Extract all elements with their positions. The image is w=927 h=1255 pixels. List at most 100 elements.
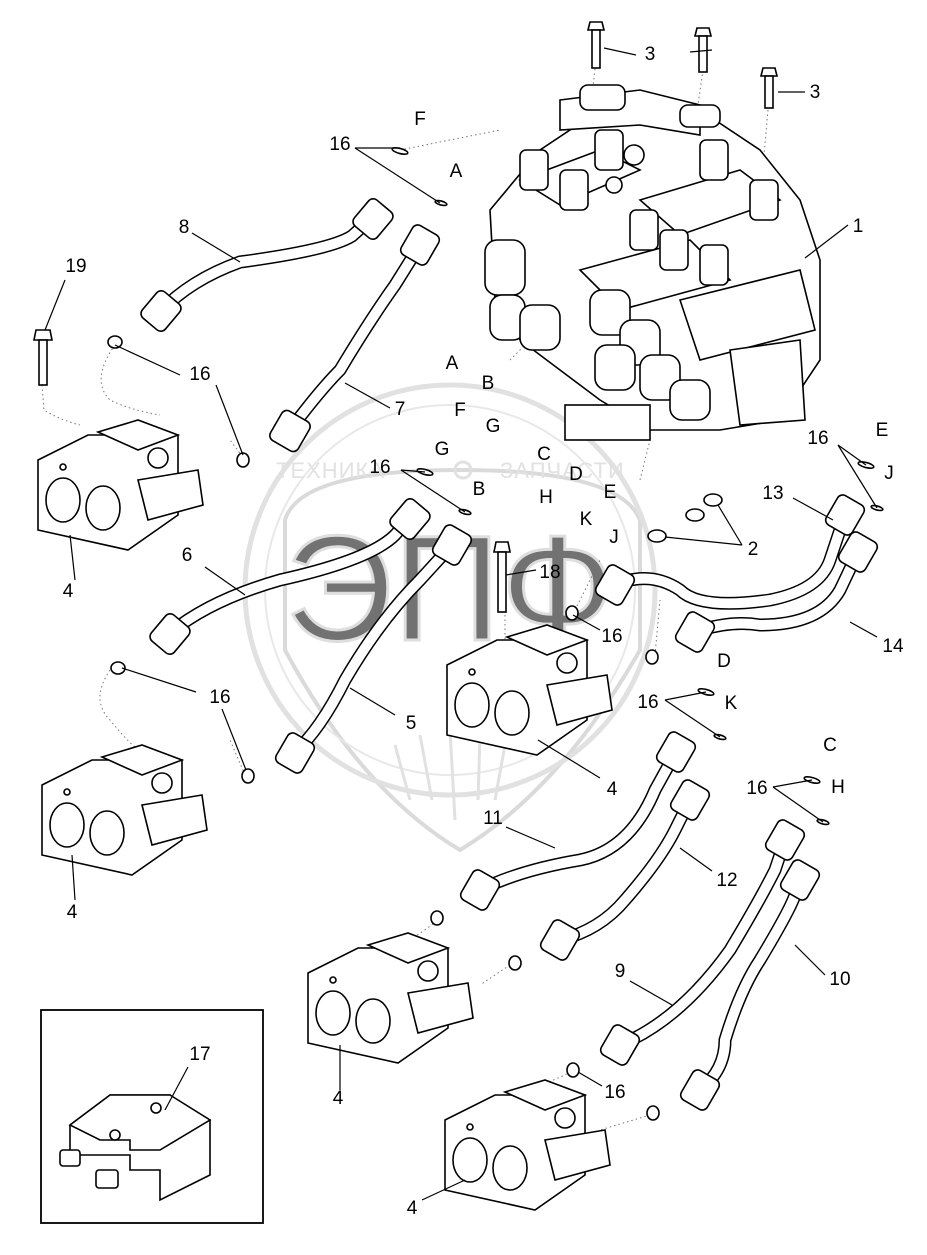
callout-5: 5 bbox=[406, 713, 417, 734]
callout-14: 14 bbox=[882, 636, 904, 657]
bolt-19 bbox=[33, 329, 53, 386]
o-ring bbox=[565, 605, 579, 621]
letter-H: H bbox=[539, 487, 553, 508]
o-ring bbox=[645, 649, 659, 665]
leader-lines bbox=[44, 47, 878, 1201]
o-rings bbox=[107, 147, 884, 1121]
callout-4-c: 4 bbox=[607, 779, 618, 800]
callout-4-a: 4 bbox=[63, 581, 74, 602]
letter-D: D bbox=[569, 464, 583, 485]
o-ring bbox=[647, 529, 667, 543]
spool-caps bbox=[519, 84, 779, 286]
bolt-3-middle bbox=[693, 27, 713, 73]
letter-B-left: B bbox=[473, 479, 486, 500]
pipe-8 bbox=[140, 197, 394, 333]
callout-9: 9 bbox=[615, 961, 626, 982]
pipe-7 bbox=[269, 224, 441, 453]
letter-J: J bbox=[609, 527, 619, 548]
number-callouts: 1 2 3 3 4 4 4 4 4 5 6 7 8 9 10 11 12 13 … bbox=[63, 44, 904, 1219]
letter-E-right: E bbox=[876, 420, 889, 441]
callout-16-c: 16 bbox=[369, 457, 390, 478]
pipe-6 bbox=[149, 497, 431, 656]
callout-18: 18 bbox=[539, 562, 560, 583]
callout-6: 6 bbox=[182, 545, 193, 566]
o-ring bbox=[107, 335, 123, 349]
letter-K: K bbox=[580, 509, 593, 530]
callout-4-b: 4 bbox=[67, 902, 78, 923]
callout-16-f: 16 bbox=[807, 428, 828, 449]
o-ring bbox=[685, 508, 705, 522]
callout-1: 1 bbox=[853, 216, 864, 237]
letter-G-left: G bbox=[435, 439, 450, 460]
letter-C-right: C bbox=[823, 735, 837, 756]
control-valve-assembly bbox=[484, 84, 821, 441]
pipe-9 bbox=[599, 819, 806, 1066]
letter-F: F bbox=[454, 400, 466, 421]
callout-19: 19 bbox=[65, 256, 86, 277]
watermark: ЭПФ ТЕХНИКА ЗАПЧАСТИ bbox=[242, 382, 658, 853]
letter-E: E bbox=[604, 482, 617, 503]
coupler-block-4-d bbox=[307, 932, 474, 1064]
letter-H-right: H bbox=[831, 777, 845, 798]
callout-16-i: 16 bbox=[604, 1082, 625, 1103]
bolt-18 bbox=[493, 541, 511, 613]
callout-16-e: 16 bbox=[601, 626, 622, 647]
pipe-5 bbox=[274, 524, 473, 774]
mounting-plate bbox=[564, 404, 651, 441]
o-ring bbox=[566, 1062, 580, 1078]
inset-part-number: 17 bbox=[189, 1044, 210, 1065]
pipe-11 bbox=[459, 731, 697, 911]
o-ring bbox=[508, 955, 522, 971]
letter-A: A bbox=[446, 353, 459, 374]
letter-D-right: D bbox=[717, 651, 731, 672]
o-ring bbox=[110, 661, 126, 675]
o-ring bbox=[430, 910, 444, 926]
o-ring bbox=[241, 768, 255, 784]
pipe-12 bbox=[539, 779, 711, 961]
callout-11: 11 bbox=[483, 808, 503, 829]
callout-7: 7 bbox=[395, 399, 406, 420]
callout-10: 10 bbox=[829, 969, 850, 990]
callout-16-d: 16 bbox=[209, 687, 230, 708]
pipe-14 bbox=[674, 531, 879, 653]
letter-A-top: A bbox=[450, 161, 463, 182]
watermark-right-text: ЗАПЧАСТИ bbox=[500, 458, 625, 483]
pipe-13 bbox=[594, 494, 866, 610]
callout-2: 2 bbox=[748, 539, 759, 560]
callout-13: 13 bbox=[762, 483, 783, 504]
o-ring bbox=[236, 452, 250, 468]
watermark-left-text: ТЕХНИКА bbox=[276, 458, 385, 483]
coupler-block-4-c bbox=[446, 624, 613, 756]
coupler-block-4-b bbox=[41, 744, 208, 876]
callout-3-right: 3 bbox=[810, 82, 821, 103]
bolt-3-left bbox=[586, 21, 606, 69]
pipe-10 bbox=[679, 859, 821, 1111]
letter-K-right: K bbox=[725, 693, 738, 714]
coupler-block-4-a bbox=[37, 419, 204, 551]
coupler-block-4-e bbox=[444, 1079, 611, 1211]
callout-12: 12 bbox=[716, 870, 737, 891]
bolt-3-right bbox=[759, 67, 779, 109]
coupler-ports bbox=[484, 239, 711, 421]
callout-16-h: 16 bbox=[746, 778, 767, 799]
letter-callouts: F A A B F G G C D B H E K J E J D K C H bbox=[414, 109, 894, 798]
o-ring bbox=[646, 1105, 660, 1121]
plug-block-17 bbox=[59, 1094, 212, 1202]
letter-B: B bbox=[482, 373, 495, 394]
callout-8: 8 bbox=[179, 217, 190, 238]
callout-3-left: 3 bbox=[645, 44, 656, 65]
o-ring bbox=[703, 493, 723, 507]
letter-G: G bbox=[486, 416, 501, 437]
letter-F-top: F bbox=[414, 109, 426, 130]
valve-port bbox=[623, 144, 645, 166]
gear-icon bbox=[453, 460, 473, 480]
letter-J-right: J bbox=[884, 463, 894, 484]
callout-16-b: 16 bbox=[189, 364, 210, 385]
callout-16-a: 16 bbox=[329, 134, 350, 155]
callout-4-e: 4 bbox=[407, 1198, 418, 1219]
letter-C: C bbox=[537, 444, 551, 465]
callout-16-g: 16 bbox=[637, 692, 658, 713]
inset-box: 17 bbox=[40, 1009, 264, 1224]
